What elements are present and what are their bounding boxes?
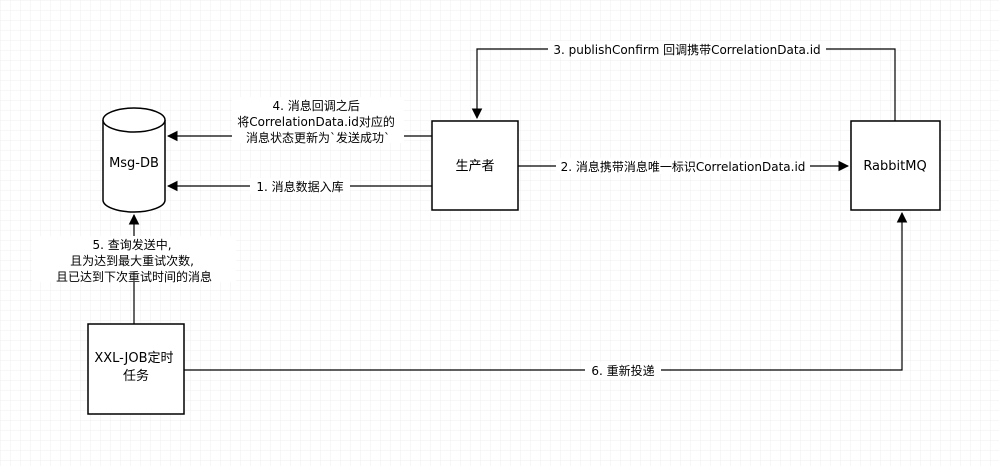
step2-label: 2. 消息携带消息唯一标识CorrelationData.id [561, 159, 806, 174]
msg-db-label: Msg-DB [109, 156, 159, 171]
edge-step1: 1. 消息数据入库 [166, 178, 432, 194]
step5-line-2: 且为达到最大重试次数, [70, 253, 194, 268]
step6-label: 6. 重新投递 [591, 363, 654, 378]
step1-label: 1. 消息数据入库 [256, 179, 343, 194]
step5-line-3: 且已达到下次重试时间的消息 [56, 269, 212, 284]
step5-label: 5. 查询发送中, 且为达到最大重试次数, 且已达到下次重试时间的消息 [56, 237, 212, 284]
rabbitmq-label: RabbitMQ [863, 159, 926, 174]
edge-step3: 3. publishConfirm 回调携带CorrelationData.id [471, 41, 896, 121]
step4-line-1: 4. 消息回调之后 [272, 98, 359, 113]
edge-step2: 2. 消息携带消息唯一标识CorrelationData.id [518, 158, 850, 174]
msg-db-node[interactable]: Msg-DB [102, 107, 166, 213]
edge-step6: 6. 重新投递 [184, 211, 908, 378]
rabbitmq-node[interactable]: RabbitMQ [850, 120, 941, 211]
edge-step5: 5. 查询发送中, 且为达到最大重试次数, 且已达到下次重试时间的消息 [32, 213, 236, 324]
step3-label: 3. publishConfirm 回调携带CorrelationData.id [553, 42, 820, 57]
xxl-job-line-2: 任务 [123, 368, 149, 384]
edge-step4: 4. 消息回调之后 将CorrelationData.id对应的 消息状态更新为… [166, 97, 432, 145]
xxl-job-label: XXL-JOB定时 任务 [94, 351, 177, 384]
producer-node[interactable]: 生产者 [431, 120, 519, 211]
producer-label: 生产者 [455, 159, 494, 174]
step4-line-3: 消息状态更新为`发送成功` [246, 130, 390, 145]
xxl-job-line-1: XXL-JOB定时 [94, 351, 173, 366]
step4-line-2: 将CorrelationData.id对应的 [237, 114, 395, 129]
step4-label: 4. 消息回调之后 将CorrelationData.id对应的 消息状态更新为… [237, 98, 398, 145]
xxl-job-node[interactable]: XXL-JOB定时 任务 [87, 323, 185, 415]
step5-line-1: 5. 查询发送中, [93, 237, 172, 252]
